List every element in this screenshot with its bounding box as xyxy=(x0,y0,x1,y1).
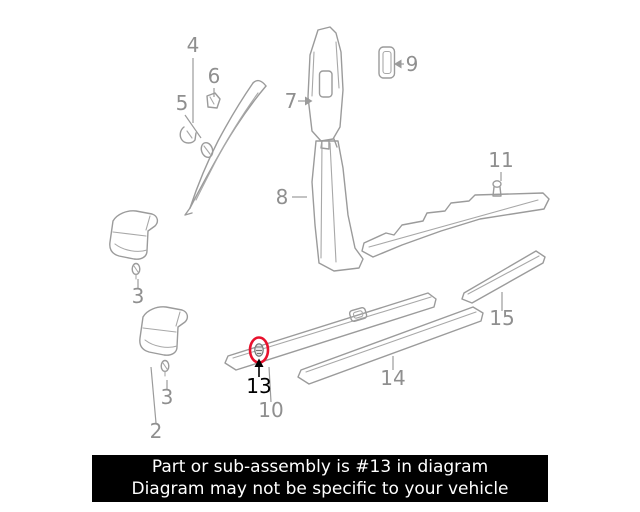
callout-4: 4 xyxy=(187,33,200,57)
rear-sill-plate xyxy=(297,306,484,385)
kick-panel-upper xyxy=(109,210,159,260)
highlighted-clip-13 xyxy=(254,343,264,357)
kick-panel-lower xyxy=(139,306,189,356)
callout-8: 8 xyxy=(276,185,289,209)
callout-10: 10 xyxy=(258,398,283,422)
callout-6: 6 xyxy=(208,64,221,88)
b-pillar-lower-trim xyxy=(311,140,364,272)
note-banner-line1: Part or sub-assembly is #13 in diagram xyxy=(151,457,489,477)
sill-clip-mid xyxy=(348,306,368,322)
callout-3-lower: 3 xyxy=(161,385,174,409)
callout-14: 14 xyxy=(380,366,405,390)
callout-5: 5 xyxy=(176,91,189,115)
a-pillar-clip xyxy=(179,126,197,144)
callout-9: 9 xyxy=(406,52,419,76)
b-pillar-upper-trim xyxy=(307,26,344,150)
bezel xyxy=(378,46,396,79)
callout-3-upper: 3 xyxy=(132,284,145,308)
kick-panel-upper-clip xyxy=(131,262,141,280)
note-banner-line2: Diagram may not be specific to your vehi… xyxy=(131,479,509,499)
quarter-clip xyxy=(492,180,502,197)
callout-7: 7 xyxy=(285,89,298,113)
grommet xyxy=(200,141,214,159)
quarter-trim xyxy=(361,192,550,258)
front-sill-plate xyxy=(224,292,437,371)
kick-panel-lower-clip xyxy=(160,359,170,377)
callout-11: 11 xyxy=(488,148,513,172)
a-pillar-trim xyxy=(184,79,267,216)
callout-13-selected: 13 xyxy=(246,374,271,398)
leader-lines xyxy=(137,58,503,424)
callout-labels: 4 6 5 7 9 8 11 15 14 10 3 3 2 13 xyxy=(132,33,515,443)
callout-2: 2 xyxy=(150,419,163,443)
callout-15: 15 xyxy=(489,306,514,330)
note-banner: Part or sub-assembly is #13 in diagram D… xyxy=(92,455,548,502)
quarter-sill-plate xyxy=(461,250,546,304)
